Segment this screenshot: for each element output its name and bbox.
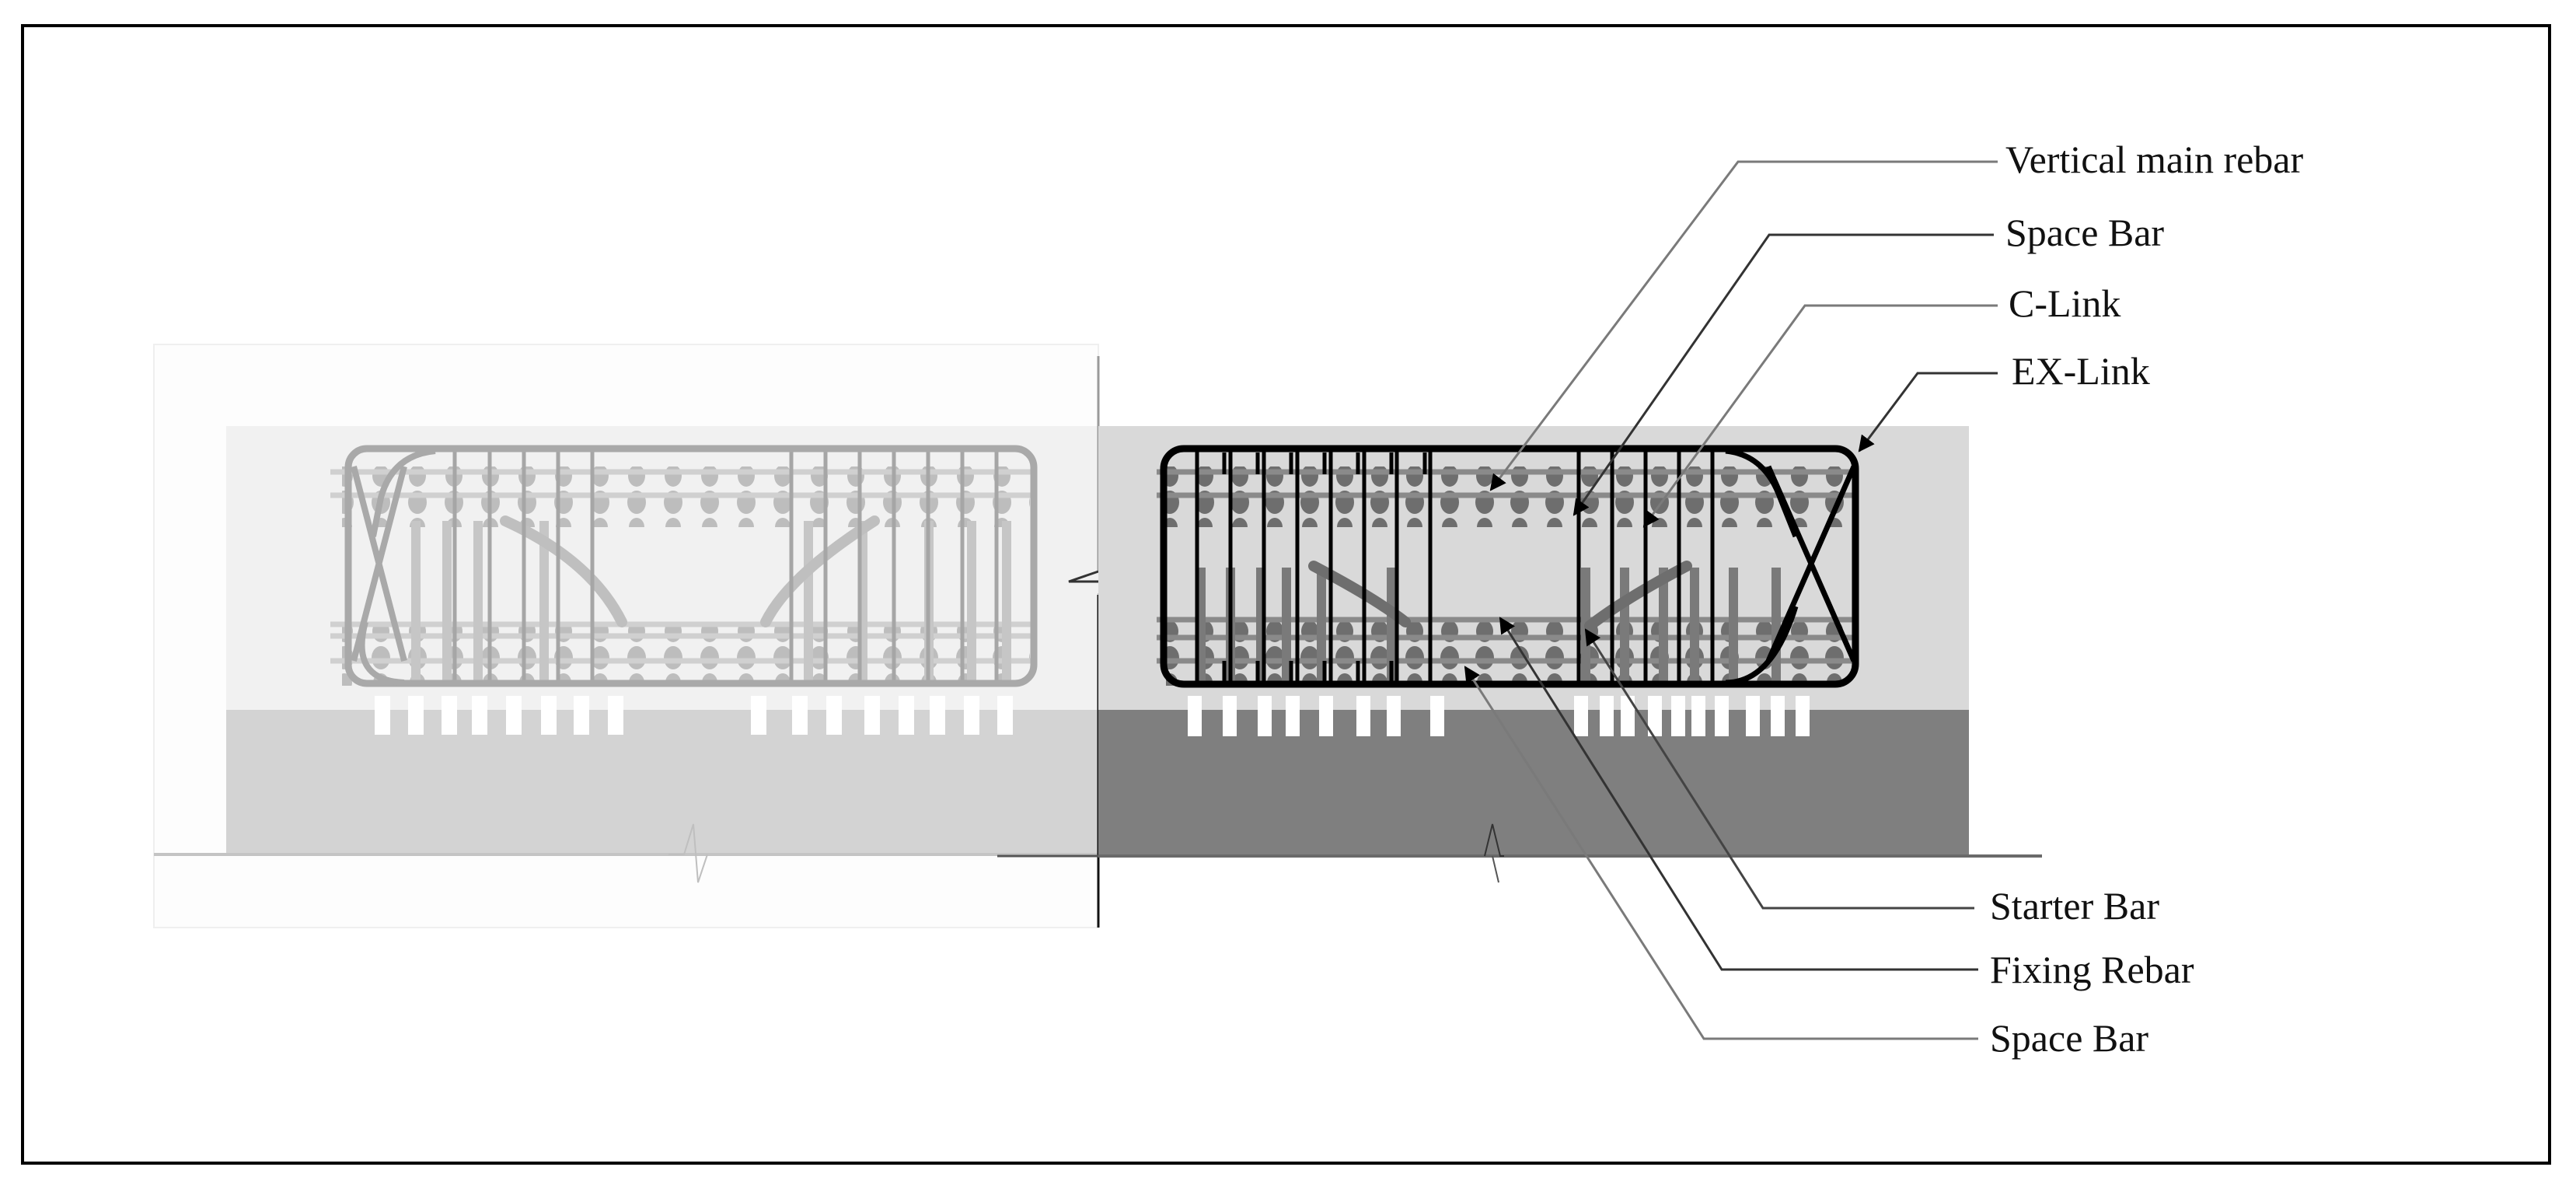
leader-space-bar-bottom bbox=[1464, 666, 1978, 1040]
leader-c-link bbox=[1642, 304, 1998, 528]
left-panel bbox=[153, 344, 1099, 928]
label-c-link: C-Link bbox=[2009, 281, 2121, 325]
right-panel bbox=[1098, 426, 2042, 883]
leader-starter-bar bbox=[1584, 628, 1974, 910]
leader-ex-link bbox=[1858, 372, 1998, 452]
leader-space-bar-top bbox=[1572, 233, 1994, 516]
label-starter-bar: Starter Bar bbox=[1990, 884, 2159, 928]
label-space-bar-bottom: Space Bar bbox=[1990, 1016, 2149, 1060]
leader-vertical-main-rebar bbox=[1489, 160, 1998, 491]
leader-lines bbox=[1464, 160, 1998, 1040]
figure-frame bbox=[21, 24, 2551, 1165]
label-fixing-rebar: Fixing Rebar bbox=[1990, 948, 2194, 991]
leader-fixing-rebar bbox=[1499, 617, 1978, 971]
label-vertical-main-rebar: Vertical main rebar bbox=[2005, 138, 2304, 181]
label-space-bar-top: Space Bar bbox=[2005, 211, 2165, 254]
label-ex-link: EX-Link bbox=[2012, 349, 2150, 393]
